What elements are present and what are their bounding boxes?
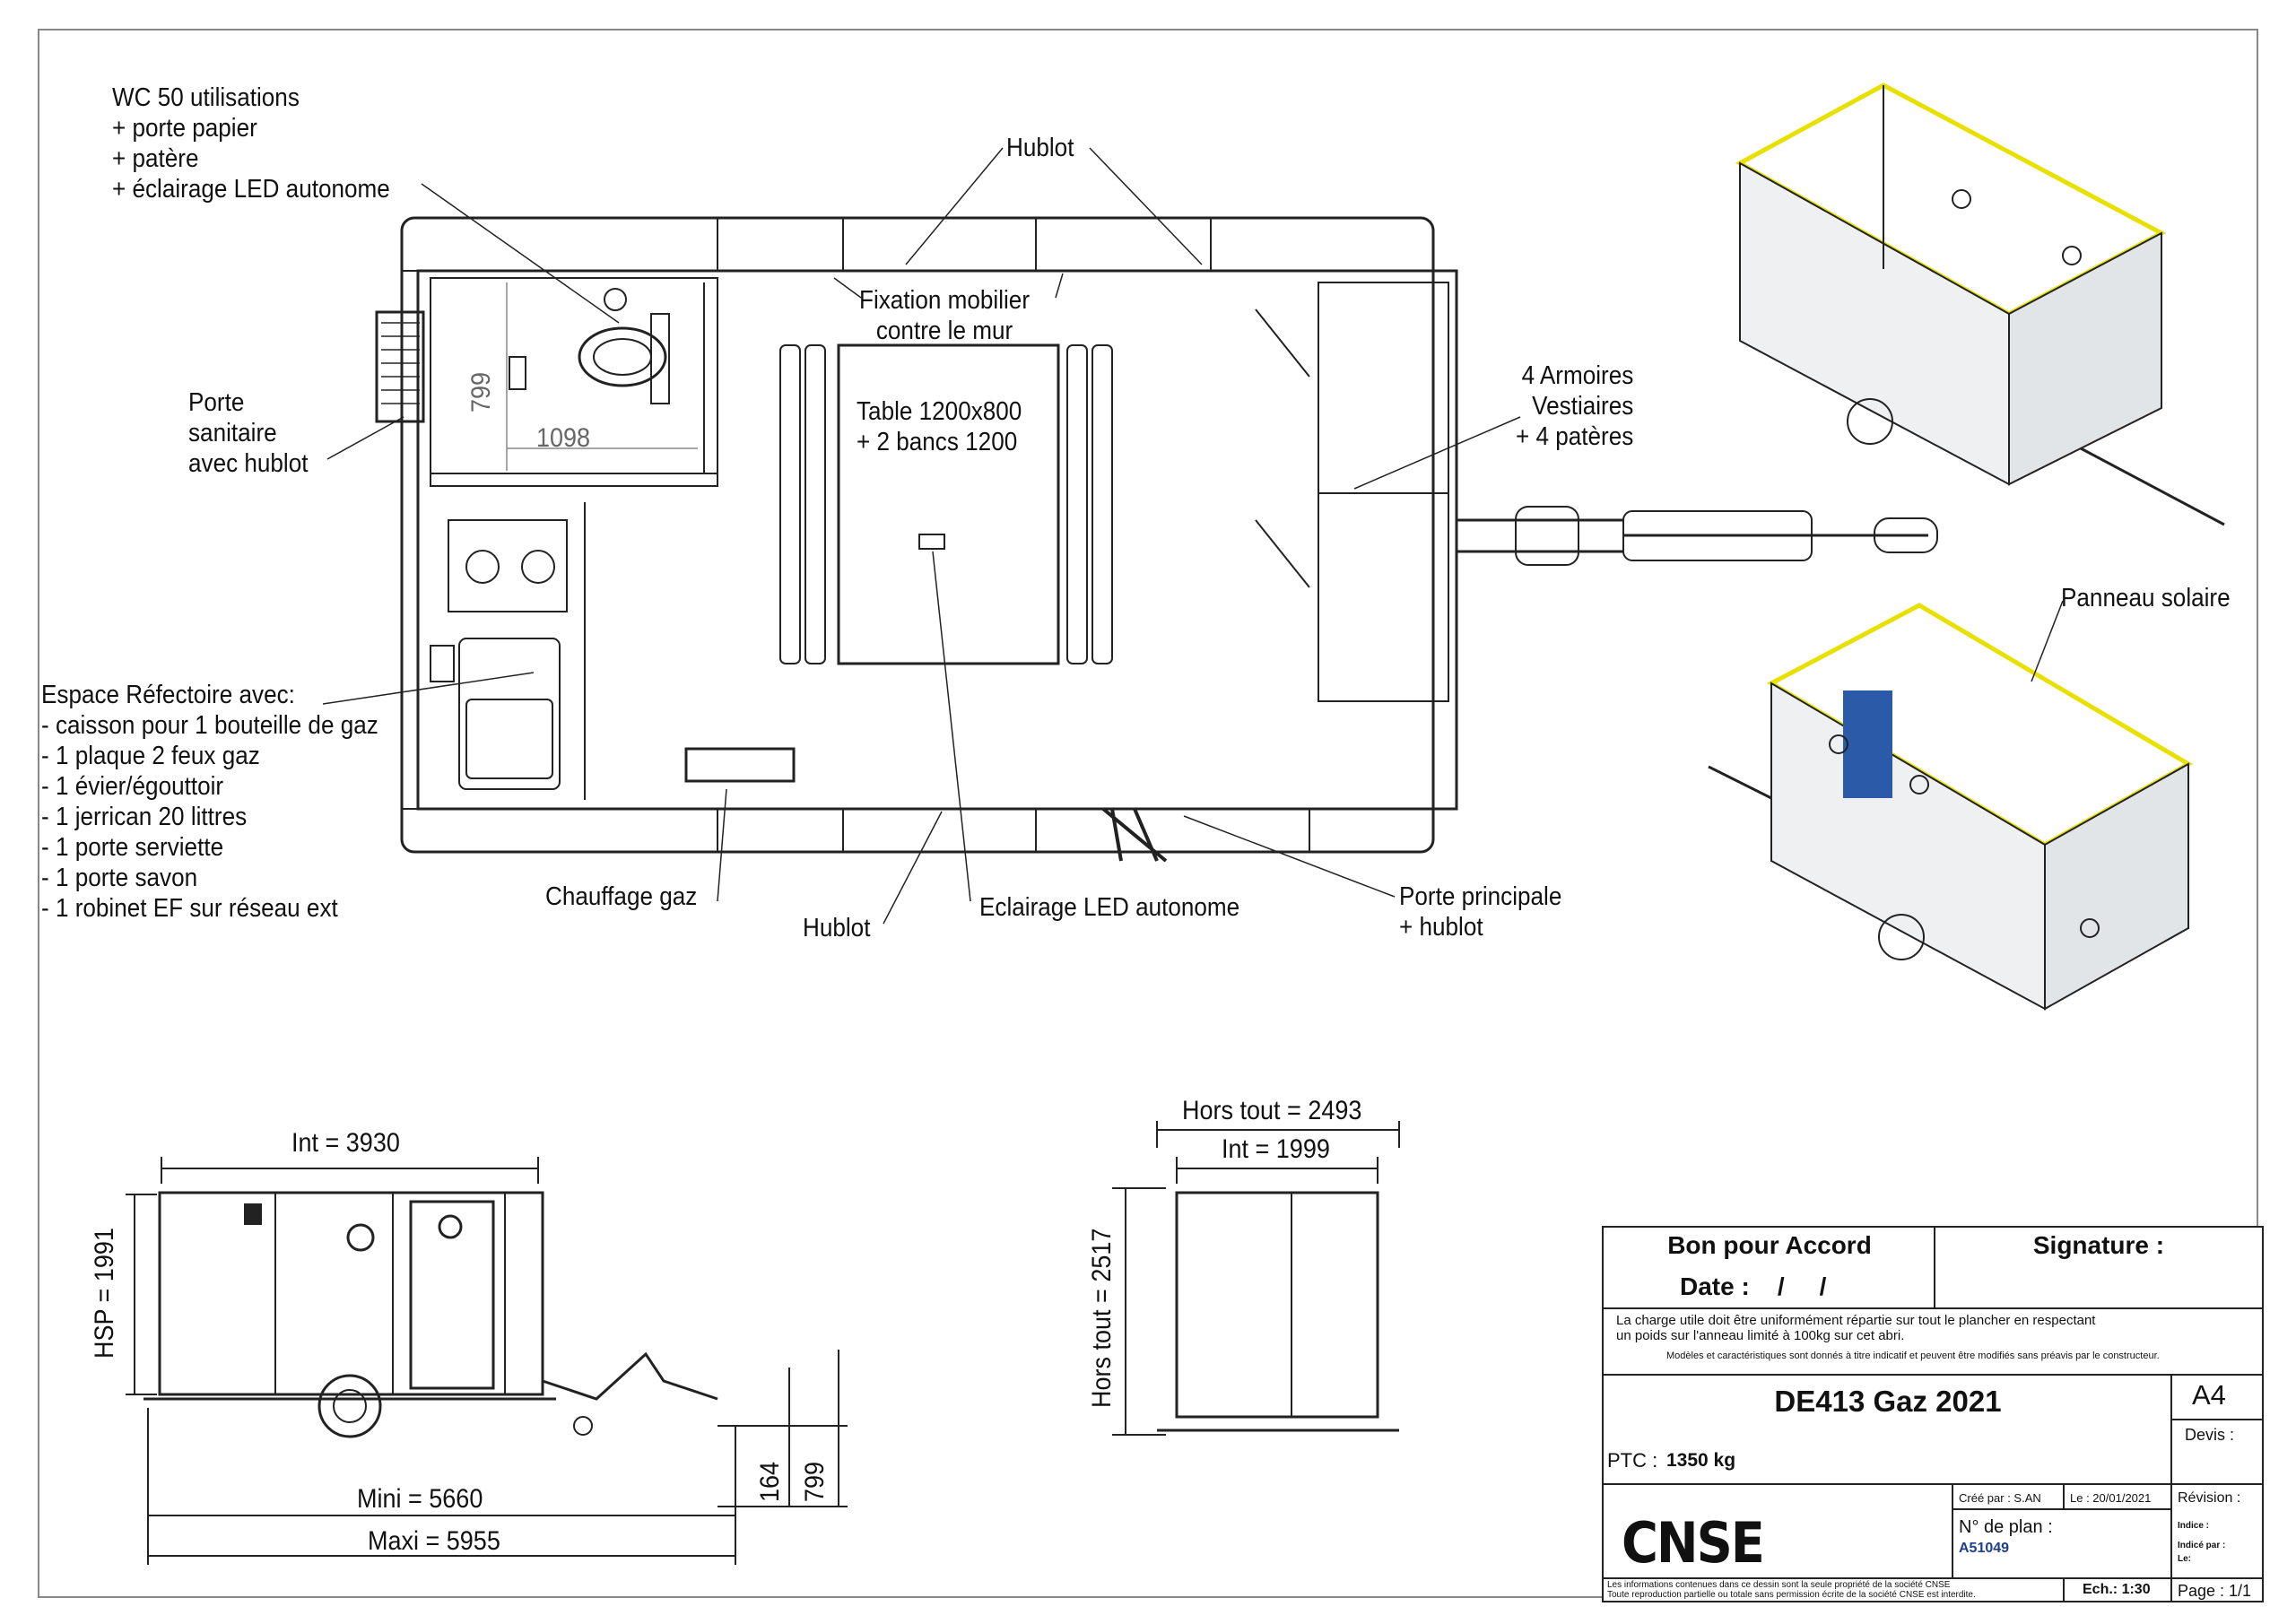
page-cell: Page : 1/1 — [2172, 1577, 2262, 1601]
dim-hors-tout-width: Hors tout = 2493 — [1182, 1096, 1362, 1125]
dim-int-width: Int = 1999 — [1222, 1134, 1330, 1164]
callout-porte-sanitaire: Porte sanitaire avec hublot — [188, 388, 309, 478]
date-created-cell: Le : 20/01/2021 — [2065, 1483, 2172, 1510]
dim-799: 799 — [800, 1461, 830, 1502]
bon-pour-accord: Bon pour Accord — [1667, 1231, 1872, 1259]
callout-hublot-bottom: Hublot — [803, 914, 871, 942]
callout-armoires: 4 Armoires Vestiaires + 4 patères — [1516, 361, 1634, 451]
company-name: CNSE — [1622, 1510, 1765, 1576]
callout-hublot-top: Hublot — [1006, 134, 1074, 162]
callout-table: Table 1200x800 + 2 bancs 1200 — [857, 397, 1022, 456]
dim-plan-vertical: 799 — [466, 371, 496, 413]
dim-int-length: Int = 3930 — [291, 1128, 400, 1158]
scale-cell: Ech.: 1:30 — [2065, 1577, 2172, 1601]
note-line-3: Modèles et caractéristiques sont donnés … — [1666, 1350, 2160, 1361]
format-cell: A4 — [2172, 1376, 2262, 1420]
title-block: Bon pour Accord Date : / / Signature : L… — [1602, 1226, 2264, 1602]
indice-label: Indice : — [2178, 1521, 2210, 1531]
iso-view-top — [1735, 83, 2225, 526]
callout-refectoire: Espace Réfectoire avec: - caisson pour 1… — [41, 681, 378, 923]
model-name: DE413 Gaz 2021 — [1774, 1385, 2002, 1418]
indice-date-label: Le: — [2178, 1554, 2191, 1564]
accord-cell: Bon pour Accord Date : / / — [1604, 1228, 1935, 1309]
drawing-sheet — [38, 29, 2258, 1598]
plan-number-cell: N° de plan : A51049 — [1953, 1510, 2172, 1577]
plan-number: A51049 — [1959, 1541, 2010, 1556]
dim-mini: Mini = 5660 — [357, 1484, 483, 1514]
note-line-2: un poids sur l'anneau limité à 100kg sur… — [1616, 1328, 1905, 1343]
front-elevation — [1112, 1121, 1400, 1436]
legal-cell: Les informations contenues dans ce dessi… — [1604, 1577, 2065, 1601]
leader-lines — [322, 147, 2064, 925]
dim-plan-horizontal: 1098 — [536, 423, 591, 453]
dim-164: 164 — [755, 1461, 785, 1502]
devis-cell: Devis : — [2172, 1420, 2262, 1483]
page-number: Page : 1/1 — [2178, 1582, 2252, 1600]
callout-fixation: Fixation mobilier contre le mur — [859, 286, 1031, 345]
callout-wc: WC 50 utilisations + porte papier + patè… — [112, 83, 390, 204]
logo-cell: CNSE — [1604, 1483, 1953, 1577]
date-field: Date : / / — [1680, 1272, 1827, 1300]
dim-maxi: Maxi = 5955 — [368, 1526, 500, 1556]
notes-cell: La charge utile doit être uniformément r… — [1604, 1309, 2262, 1376]
author-cell: Créé par : S.AN — [1953, 1483, 2065, 1510]
dim-hsp: HSP = 1991 — [90, 1228, 119, 1359]
ptc-value: 1350 kg — [1666, 1450, 1736, 1471]
iso-view-bottom — [1708, 603, 2194, 1011]
format-value: A4 — [2192, 1379, 2226, 1411]
callout-panneau-solaire: Panneau solaire — [2061, 584, 2231, 612]
ptc-label: PTC : — [1607, 1449, 1658, 1472]
date-created: Le : 20/01/2021 — [2070, 1491, 2152, 1505]
signature-cell[interactable]: Signature : — [1935, 1228, 2262, 1309]
devis-label: Devis : — [2185, 1426, 2235, 1444]
side-elevation — [126, 1157, 848, 1565]
callout-eclairage: Eclairage LED autonome — [979, 893, 1240, 922]
cree-par: Créé par : S.AN — [1959, 1491, 2041, 1505]
signature-label: Signature : — [2032, 1231, 2165, 1259]
plan-number-label: N° de plan : — [1959, 1517, 2053, 1537]
callout-chauffage: Chauffage gaz — [545, 882, 698, 911]
model-cell: DE413 Gaz 2021 PTC : 1350 kg — [1604, 1376, 2172, 1483]
legal-line-1: Les informations contenues dans ce dessi… — [1607, 1580, 1951, 1590]
dim-hors-tout-height: Hors tout = 2517 — [1087, 1228, 1117, 1408]
revision-cell: Révision : Indice : Indicé par : Le: — [2172, 1483, 2262, 1577]
note-line-1: La charge utile doit être uniformément r… — [1616, 1313, 2096, 1328]
legal-line-2: Toute reproduction partielle ou totale s… — [1607, 1590, 1976, 1600]
scale: Ech.: 1:30 — [2083, 1582, 2151, 1597]
callout-porte-principale: Porte principale + hublot — [1399, 882, 1562, 942]
plan-view — [375, 216, 1938, 863]
indice-par-label: Indicé par : — [2178, 1541, 2226, 1550]
revision-label: Révision : — [2178, 1490, 2241, 1506]
